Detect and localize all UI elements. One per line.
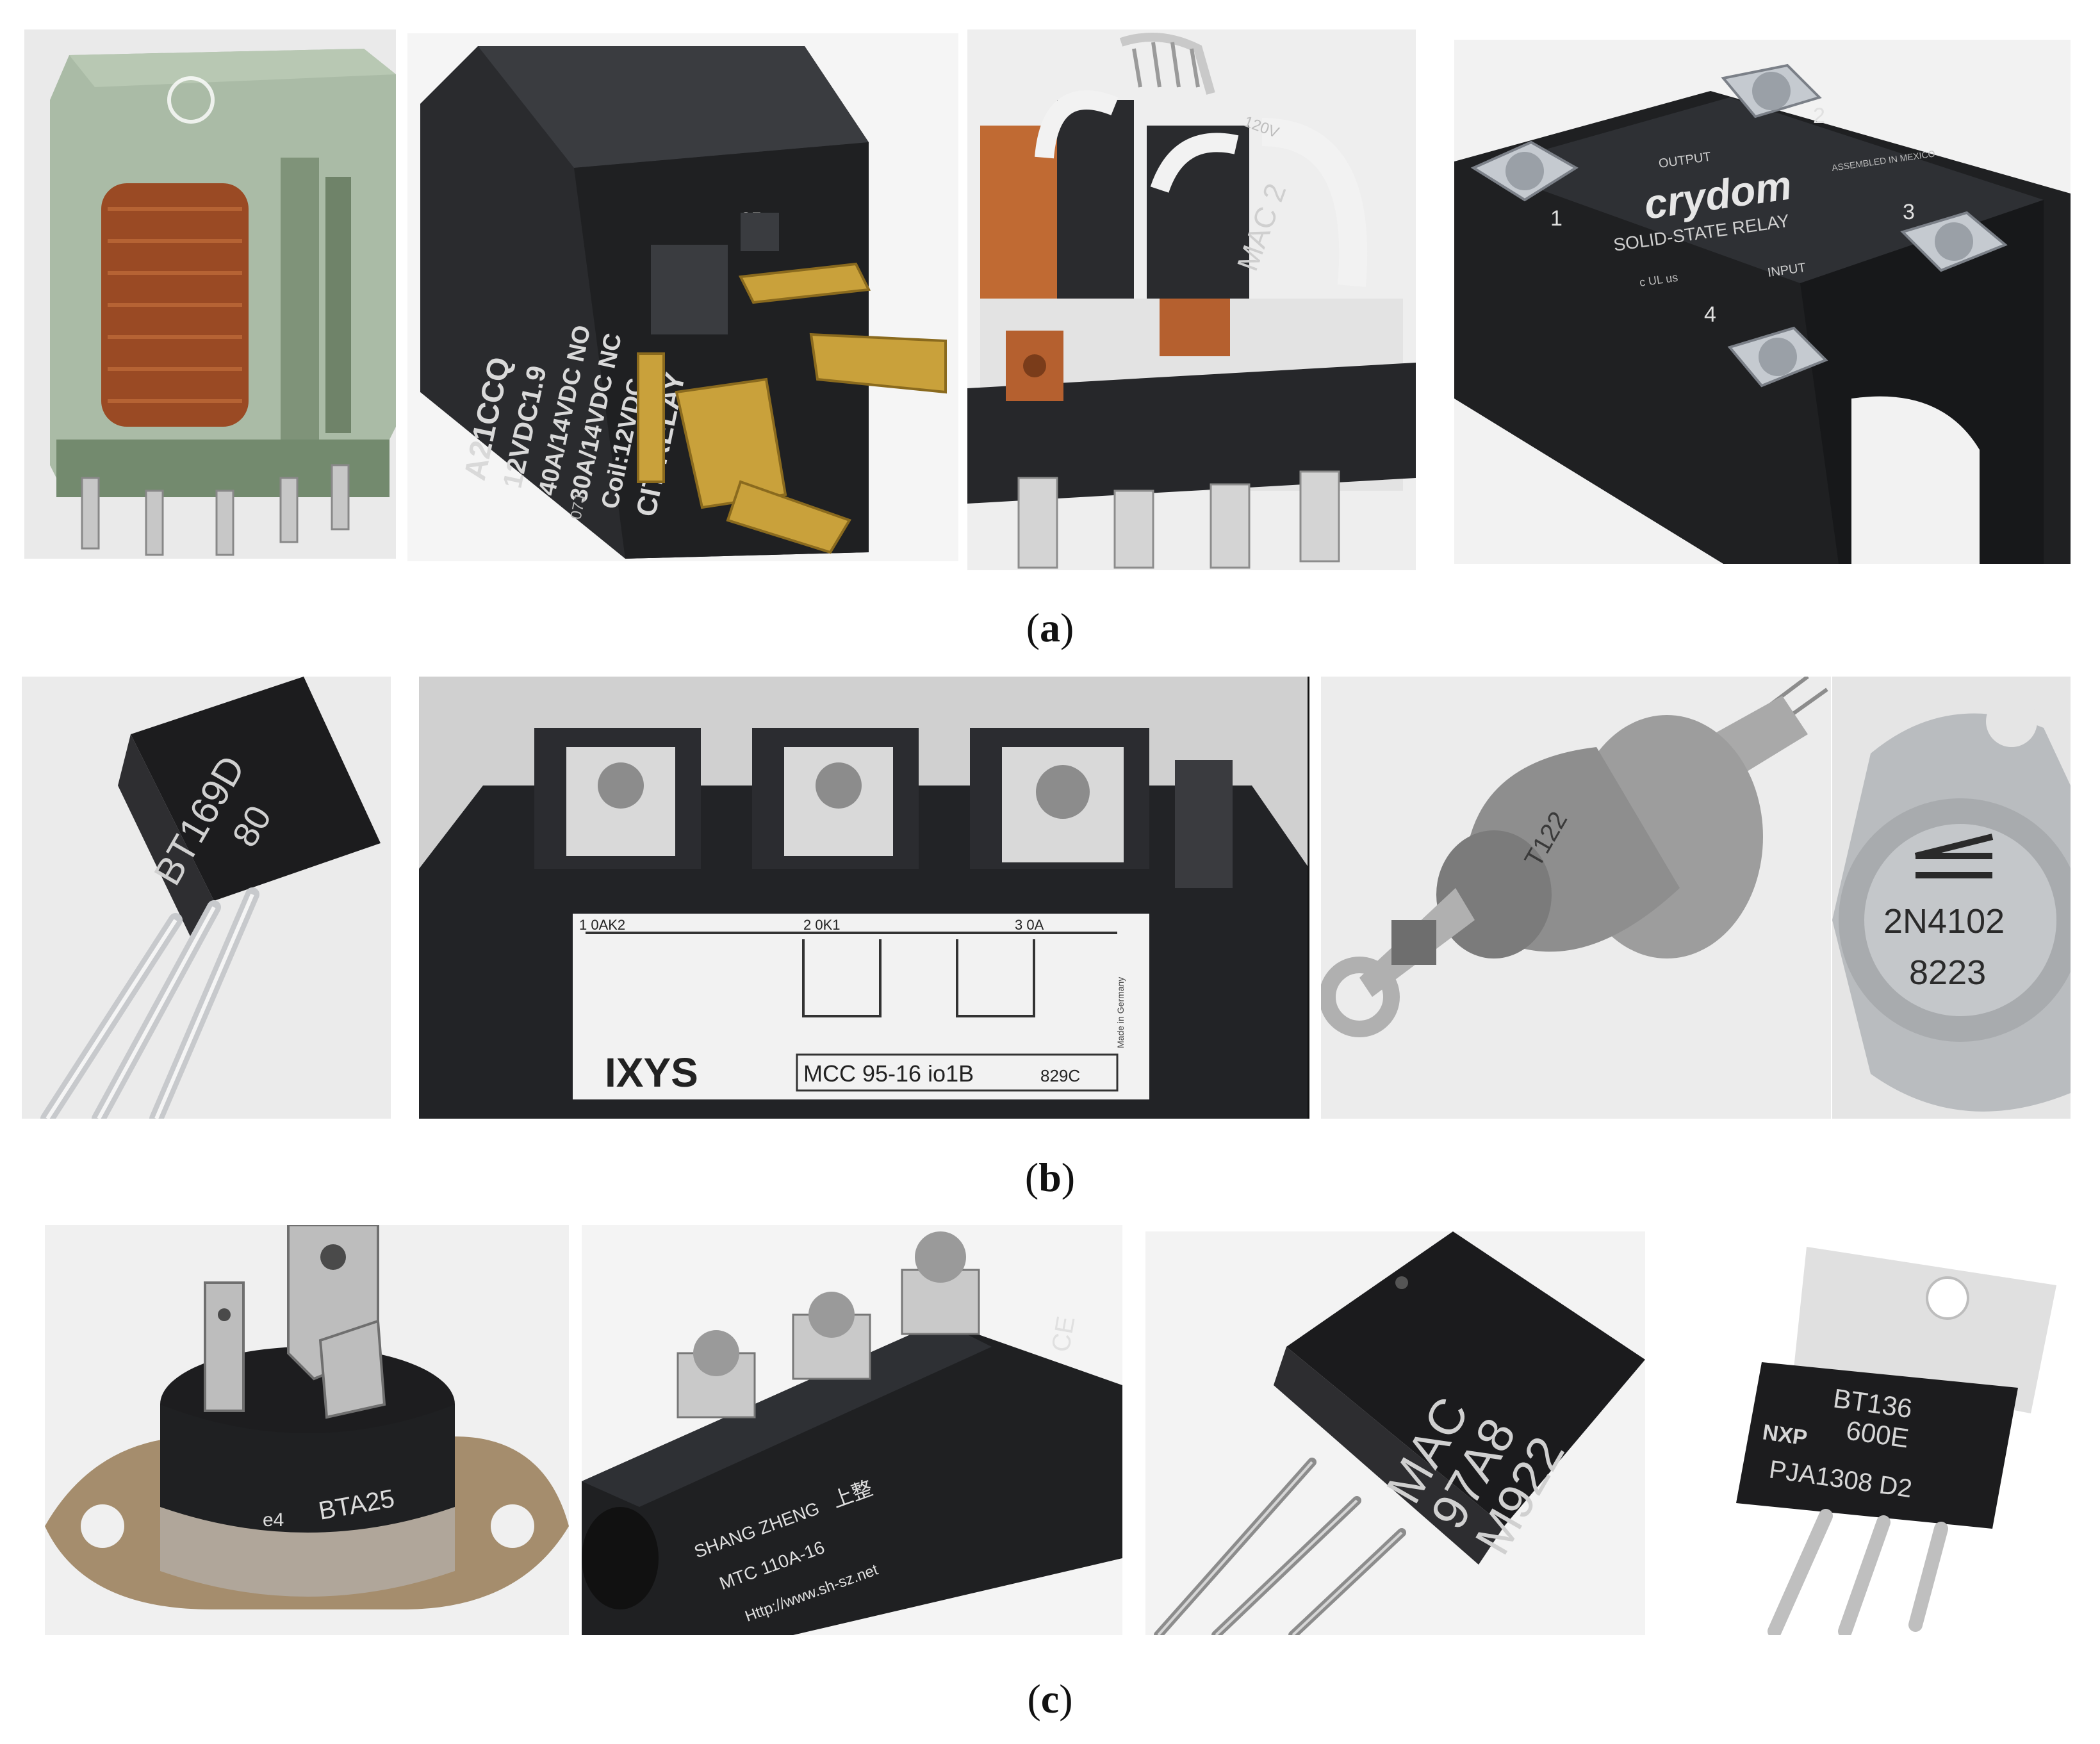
ixys-made-in: Made in Germany xyxy=(1115,977,1126,1048)
caption-a-close: ) xyxy=(1060,605,1074,650)
ixys-brand-logo: IXYS xyxy=(605,1049,698,1096)
mac97a8-illustration: MAC 97A8 M922 xyxy=(1145,1231,1645,1635)
caption-b-close: ) xyxy=(1061,1155,1076,1200)
st-triac-illustration: BTA25 e4 xyxy=(45,1225,569,1635)
caption-b: (b) xyxy=(0,1157,2100,1198)
caption-a: (a) xyxy=(0,607,2100,648)
caption-a-open: ( xyxy=(1026,605,1040,650)
stud-thyristor-illustration: T122 xyxy=(1321,677,1831,1119)
ixys-date-code: 829C xyxy=(1040,1066,1080,1085)
cit-relay-illustration: A21CCQ 12VDC1.9 40A/14VDC NO 30A/14VDC N… xyxy=(407,33,958,561)
photo-crydom-solid-state-relay: crydom SOLID-STATE RELAY OUTPUT INPUT 1 … xyxy=(1454,40,2071,564)
photo-glass-relay xyxy=(24,29,396,559)
ixys-pin2-label: 2 0K1 xyxy=(803,917,841,933)
photo-open-frame-power-relay: MAC 2 120V xyxy=(967,29,1416,570)
module-ce-mark: CE xyxy=(1047,1314,1081,1354)
ixys-part-number: MCC 95-16 io1B xyxy=(803,1060,974,1087)
bt136-illustration: BT136 600E NXP PJA1308 D2 xyxy=(1698,1247,2056,1635)
photo-2n4102-thyristor: 2N4102 8223 xyxy=(1832,677,2071,1119)
caption-a-letter: a xyxy=(1040,605,1060,650)
shang-zheng-module-illustration: SHANG ZHENG 上整 MTC 110A-16 Http://www.sh… xyxy=(582,1225,1122,1635)
ixys-module-illustration: 1 0AK2 2 0K1 3 0A Made in Germany IXYS M… xyxy=(419,677,1309,1119)
ssr-terminal-3: 3 xyxy=(1903,200,1915,224)
caption-c: (c) xyxy=(0,1679,2100,1720)
2n4102-illustration: 2N4102 8223 xyxy=(1832,677,2071,1119)
ixys-pin1-label: 1 0AK2 xyxy=(579,917,625,933)
ssr-terminal-1: 1 xyxy=(1550,206,1563,231)
caption-c-open: ( xyxy=(1027,1676,1041,1722)
glass-relay-illustration xyxy=(24,29,396,559)
crydom-ssr-illustration: crydom SOLID-STATE RELAY OUTPUT INPUT 1 … xyxy=(1454,40,2071,564)
2n4102-date-code: 8223 xyxy=(1909,953,1986,992)
photo-bt136-triac: BT136 600E NXP PJA1308 D2 xyxy=(1698,1247,2056,1635)
caption-b-open: ( xyxy=(1024,1155,1039,1200)
2n4102-part-label: 2N4102 xyxy=(1883,902,2005,941)
caption-c-close: ) xyxy=(1059,1676,1073,1722)
photo-cit-automotive-relay: A21CCQ 12VDC1.9 40A/14VDC NO 30A/14VDC N… xyxy=(407,33,958,561)
photo-bt169d-thyristor: BT169D 80 xyxy=(22,677,391,1119)
ixys-pin3-label: 3 0A xyxy=(1015,917,1044,933)
photo-ixys-thyristor-module: 1 0AK2 2 0K1 3 0A Made in Germany IXYS M… xyxy=(419,677,1309,1119)
caption-c-letter: c xyxy=(1040,1676,1060,1722)
photo-shang-zheng-triac-module: SHANG ZHENG 上整 MTC 110A-16 Http://www.sh… xyxy=(582,1225,1122,1635)
bt169d-illustration: BT169D 80 xyxy=(22,677,391,1119)
photo-st-triac: BTA25 e4 xyxy=(45,1225,569,1635)
ssr-terminal-2: 2 xyxy=(1813,104,1825,128)
caption-b-letter: b xyxy=(1038,1155,1062,1200)
ssr-terminal-4: 4 xyxy=(1704,302,1716,327)
st-triac-e4-mark: e4 xyxy=(263,1510,284,1531)
photo-stud-thyristor: T122 xyxy=(1321,677,1831,1119)
open-frame-relay-illustration: MAC 2 120V xyxy=(967,29,1416,570)
photo-mac97a8-triac: MAC 97A8 M922 xyxy=(1145,1231,1645,1635)
